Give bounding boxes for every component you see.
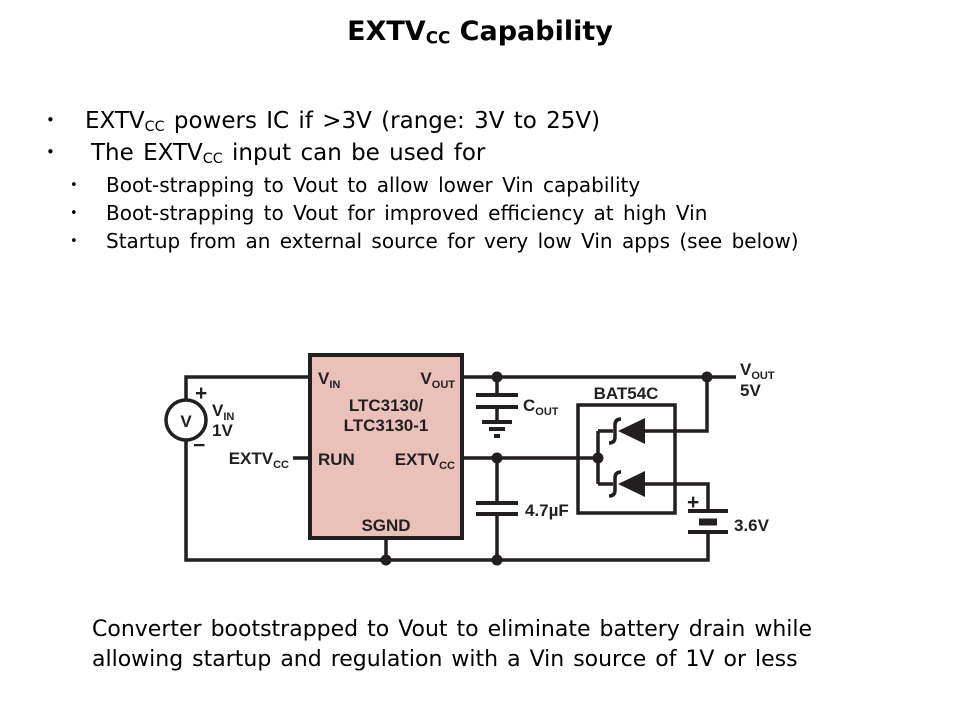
bullet-text: EXTVCC powers IC if >3V (range: 3V to 25…: [85, 108, 601, 136]
source-minus-sign: −: [193, 434, 205, 457]
cout-label: COUT: [523, 396, 559, 418]
vout-net-label: VOUT: [740, 360, 775, 382]
battery-value-label: 3.6V: [734, 516, 770, 535]
title-subscript: CC: [425, 27, 451, 48]
vin-wire: [184, 375, 310, 400]
bullet-icon: •: [70, 178, 78, 193]
sub-bullet-text: Startup from an external source for very…: [106, 229, 799, 253]
battery: + 3.6V: [687, 491, 770, 535]
sub-bullet-item-3: • Startup from an external source for ver…: [70, 229, 799, 253]
circuit-diagram: + − V VIN 1V EXTVCC VIN VOUT LTC3130/ LT…: [164, 353, 775, 566]
ic-pin-sgnd-label: SGND: [361, 516, 410, 535]
junction-dot: [491, 554, 503, 566]
source-plus-sign: +: [195, 382, 207, 405]
bullet-icon: •: [46, 111, 55, 129]
bat54c-block: BAT54C: [576, 384, 677, 515]
wires: [184, 375, 736, 562]
bottom-diode-anode-wire: [645, 482, 710, 509]
ic-body: [308, 353, 464, 540]
junction-dots: [380, 371, 713, 566]
top-schottky-cathode-icon: [608, 417, 622, 445]
bullet-icon: •: [70, 234, 78, 249]
sub-bullet-text: Boot-strapping to Vout for improved effi…: [106, 201, 708, 225]
bullet-1-post: powers IC if >3V (range: 3V to 25V): [164, 108, 601, 134]
sub-bullet-item-2: • Boot-strapping to Vout for improved eff…: [70, 201, 707, 225]
bullet-2-sub: CC: [202, 151, 223, 168]
bullet-1-pre: EXTV: [85, 108, 145, 134]
bullet-icon: •: [70, 206, 78, 221]
page-title: EXTVCC Capability: [0, 16, 960, 48]
vin-net-label: VIN: [212, 401, 234, 423]
title-post: Capability: [450, 16, 613, 47]
caption-line-2: allowing startup and regulation with a V…: [92, 647, 798, 672]
source-symbol: V: [180, 412, 192, 431]
top-diode-anode-wire: [645, 377, 709, 433]
bullet-text: The EXTVCC input can be used for: [85, 140, 486, 168]
ground-icon: [482, 420, 512, 438]
title-pre: EXTV: [347, 16, 426, 47]
junction-dot: [701, 371, 713, 383]
junction-dot: [491, 371, 503, 383]
cout-capacitor: [476, 393, 518, 438]
caption-line-1: Converter bootstrapped to Vout to elimin…: [92, 617, 813, 642]
bullet-item-1: • EXTVCC powers IC if >3V (range: 3V to 2…: [46, 108, 600, 135]
bat54c-label: BAT54C: [594, 384, 659, 403]
bullet-1-sub: CC: [144, 119, 165, 136]
voltage-source: + − V VIN 1V: [164, 382, 234, 457]
bypass-cap-value-label: 4.7µF: [525, 501, 569, 520]
source-circle: [164, 398, 208, 442]
bullet-item-2: • The EXTVCC input can be used for: [46, 140, 485, 167]
battery-plus-sign: +: [687, 491, 699, 514]
top-schottky-diode-icon: [618, 418, 645, 444]
caption: Converter bootstrapped to Vout to elimin…: [92, 615, 812, 675]
junction-dot: [491, 452, 503, 464]
junction-dot: [592, 452, 604, 464]
capacitor-plates: [476, 393, 518, 409]
bullet-icon: •: [46, 143, 55, 161]
sub-bullet-item-1: • Boot-strapping to Vout to allow lower V…: [70, 173, 640, 197]
junction-dot: [380, 554, 392, 566]
ic-pin-vin-label: VIN: [318, 369, 340, 391]
vout-net: VOUT 5V: [740, 360, 775, 400]
bypass-capacitor-plates: [476, 501, 518, 516]
bullet-2-post: input can be used for: [222, 140, 486, 166]
ic-pin-extvcc-label: EXTVCC: [395, 450, 455, 472]
run-net-label: EXTVCC: [229, 449, 289, 471]
bottom-schottky-diode-icon: [618, 471, 645, 497]
bat54c-box: [576, 403, 677, 515]
sub-bullet-text: Boot-strapping to Vout to allow lower Vi…: [106, 173, 641, 197]
ic-pin-run-label: RUN: [318, 450, 355, 469]
bullet-2-pre: The EXTV: [91, 140, 203, 166]
bottom-schottky-cathode-icon: [608, 470, 622, 498]
ic-part-number-1: LTC3130/: [349, 396, 424, 415]
ground-rail: [184, 440, 710, 562]
ic-pin-vout-label: VOUT: [420, 369, 455, 391]
ic-block: VIN VOUT LTC3130/ LTC3130-1 RUN EXTVCC S…: [308, 353, 464, 540]
vin-value-label: 1V: [212, 421, 233, 440]
ic-part-number-2: LTC3130-1: [344, 416, 429, 435]
vout-value-label: 5V: [740, 381, 761, 400]
